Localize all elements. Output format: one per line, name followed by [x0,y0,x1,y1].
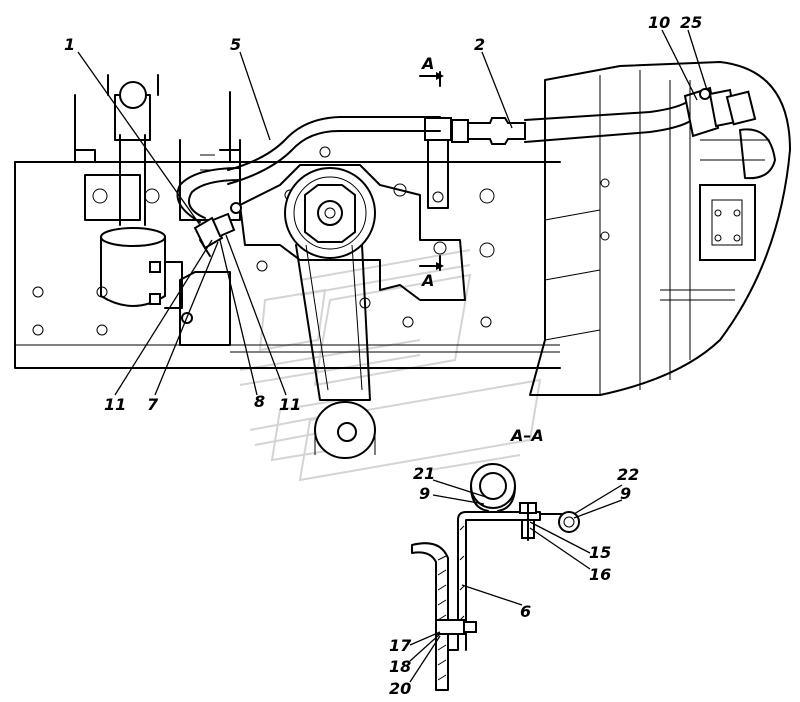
callout-6: 6 [520,602,531,621]
callout-5: 5 [230,35,241,54]
callout-17: 17 [389,636,412,655]
callout-labels: 1 5 2 10 25 11 7 8 11 21 9 22 9 15 16 6 … [64,13,702,698]
section-label-bottom: A [420,271,434,290]
callout-11-right: 11 [279,395,301,414]
section-cut-marker-top: A [419,54,444,87]
callout-7: 7 [147,395,159,414]
steering-lever [239,164,466,459]
callout-18: 18 [389,657,411,676]
hose-2 [451,86,757,145]
fitting-cluster [193,202,242,257]
callout-9-right: 9 [620,484,631,503]
callout-8: 8 [254,392,265,411]
callout-20: 20 [389,679,411,698]
callout-1: 1 [64,35,75,54]
frame-holes [32,146,495,336]
callout-10: 10 [648,13,670,32]
frame-rail [14,161,561,369]
callout-25: 25 [680,13,702,32]
callout-21: 21 [413,464,435,483]
callout-11-left: 11 [104,395,126,414]
section-cut-marker-bottom: A [419,255,444,290]
callout-2: 2 [474,35,485,54]
leader-lines [77,29,708,683]
watermark-logo [239,249,542,482]
section-view-label: A–A [509,426,544,445]
callout-16: 16 [589,565,611,584]
engine-housing [529,61,791,396]
section-a-a-detail: A–A [411,426,580,691]
callout-9-left: 9 [419,484,430,503]
section-label-top: A [420,54,434,73]
pipe-1 [176,167,241,223]
pipe-5 [227,116,441,185]
callout-22: 22 [617,465,639,484]
callout-15: 15 [589,543,611,562]
